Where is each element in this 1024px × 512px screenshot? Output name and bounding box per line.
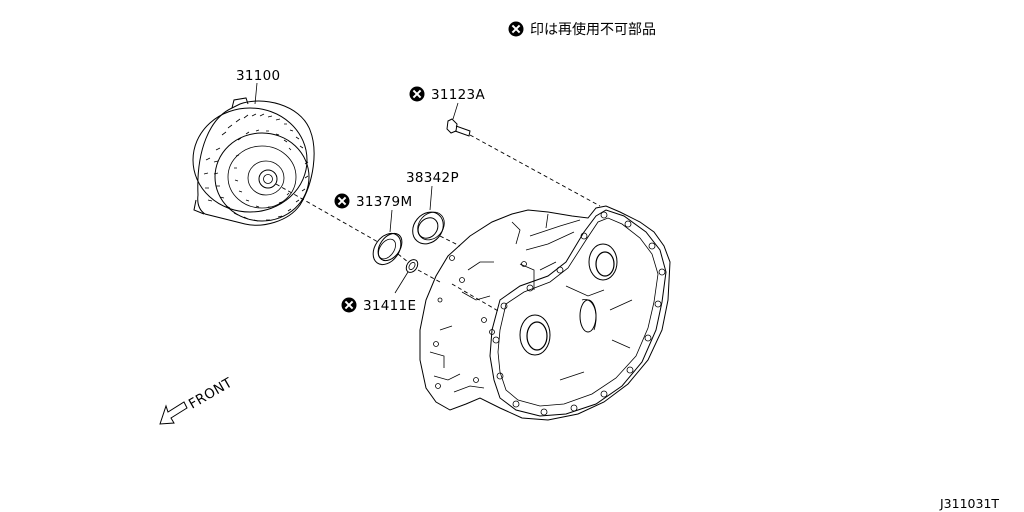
legend-note-text: 印は再使用不可部品 <box>530 21 656 38</box>
front-arrow-icon <box>159 401 188 425</box>
o-ring-31379M[interactable] <box>367 228 406 270</box>
part-label-31100: 31100 <box>236 68 280 84</box>
bolt-31123A[interactable] <box>446 118 471 137</box>
part-label-31411E: 31411E <box>363 298 416 314</box>
part-label-31123A: 31123A <box>431 87 485 103</box>
diagram-code: J311031T <box>939 496 999 511</box>
non-reusable-marker-icon <box>340 296 358 314</box>
part-label-31379M: 31379M <box>356 194 412 210</box>
legend-note: 印は再使用不可部品 <box>507 20 656 38</box>
alignment-lines <box>275 134 601 313</box>
part-label-38342P: 38342P <box>406 170 459 186</box>
non-reusable-marker-icon <box>333 192 351 210</box>
front-direction-indicator: FRONT <box>159 375 236 425</box>
non-reusable-marker-icon <box>408 85 426 103</box>
torque-converter[interactable] <box>192 97 315 226</box>
transmission-housing[interactable] <box>419 205 671 421</box>
oil-seal-38342P[interactable] <box>406 206 449 250</box>
non-reusable-marker-icon <box>507 20 525 38</box>
front-label: FRONT <box>186 375 236 413</box>
seal-ring-31411E[interactable] <box>404 257 420 274</box>
